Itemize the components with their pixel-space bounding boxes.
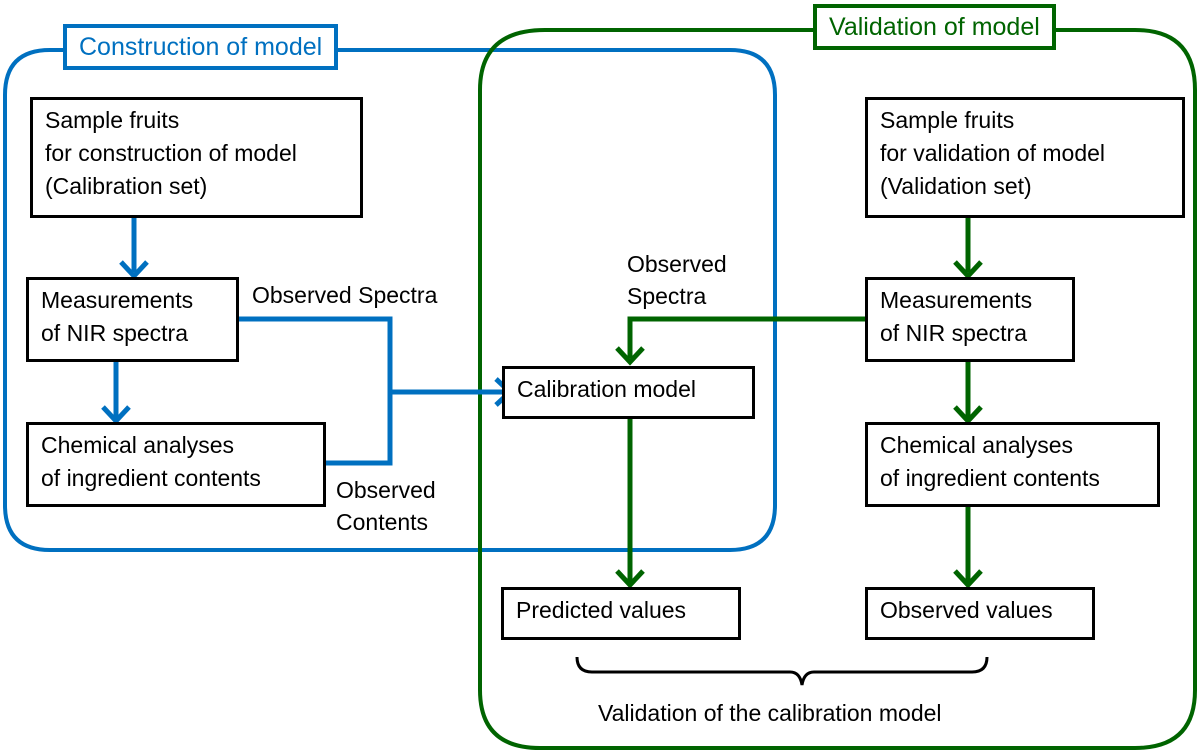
box-line: (Calibration set): [45, 173, 208, 199]
observed-contents-label: Observed Contents: [336, 474, 436, 538]
label-line: Observed: [336, 477, 436, 503]
validation-measure-box: Measurements of NIR spectra: [865, 277, 1075, 362]
construction-chemical-box: Chemical analyses of ingredient contents: [26, 422, 326, 507]
arrowhead-icon: [101, 405, 131, 425]
validation-chemical-box: Chemical analyses of ingredient contents: [865, 422, 1160, 507]
validation-calibration-label: Validation of the calibration model: [598, 700, 942, 726]
box-line: for construction of model: [45, 140, 297, 166]
box-line: Sample fruits: [45, 107, 180, 133]
curly-brace-icon: [575, 656, 989, 686]
predicted-values-box: Predicted values: [501, 587, 741, 640]
label-line: Spectra: [627, 283, 707, 309]
arrowhead-icon: [953, 569, 983, 589]
box-line: (Validation set): [880, 173, 1032, 199]
construction-sample-box: Sample fruits for construction of model …: [30, 97, 363, 218]
box-line: Chemical analyses: [41, 432, 235, 458]
box-line: Chemical analyses: [880, 432, 1074, 458]
arrowhead-icon: [119, 260, 149, 280]
validation-region-title: Validation of model: [813, 4, 1056, 50]
arrowhead-icon: [615, 346, 645, 366]
box-line: Sample fruits: [880, 107, 1015, 133]
box-line: of ingredient contents: [880, 465, 1100, 491]
box-line: of NIR spectra: [41, 320, 188, 346]
box-line: of NIR spectra: [880, 320, 1027, 346]
observed-spectra-validation-label: Observed Spectra: [627, 248, 727, 312]
arrowhead-icon: [615, 569, 645, 589]
validation-sample-box: Sample fruits for validation of model (V…: [865, 97, 1185, 218]
box-line: Measurements: [41, 287, 194, 313]
observed-spectra-construction-label: Observed Spectra: [252, 282, 438, 308]
label-line: Observed: [627, 251, 727, 277]
arrowhead-icon: [953, 260, 983, 280]
calibration-model-box: Calibration model: [502, 366, 755, 419]
label-line: Contents: [336, 509, 429, 535]
construction-region-outline: [3, 48, 777, 552]
box-line: Measurements: [880, 287, 1033, 313]
construction-measure-box: Measurements of NIR spectra: [26, 277, 239, 362]
construction-region-title: Construction of model: [63, 24, 339, 70]
box-line: for validation of model: [880, 140, 1106, 166]
arrowhead-icon: [953, 405, 983, 425]
connector-observed-spectra-validation: [627, 316, 865, 358]
validation-region-outline: [478, 28, 1197, 750]
box-line: of ingredient contents: [41, 465, 261, 491]
observed-values-box: Observed values: [865, 587, 1095, 640]
